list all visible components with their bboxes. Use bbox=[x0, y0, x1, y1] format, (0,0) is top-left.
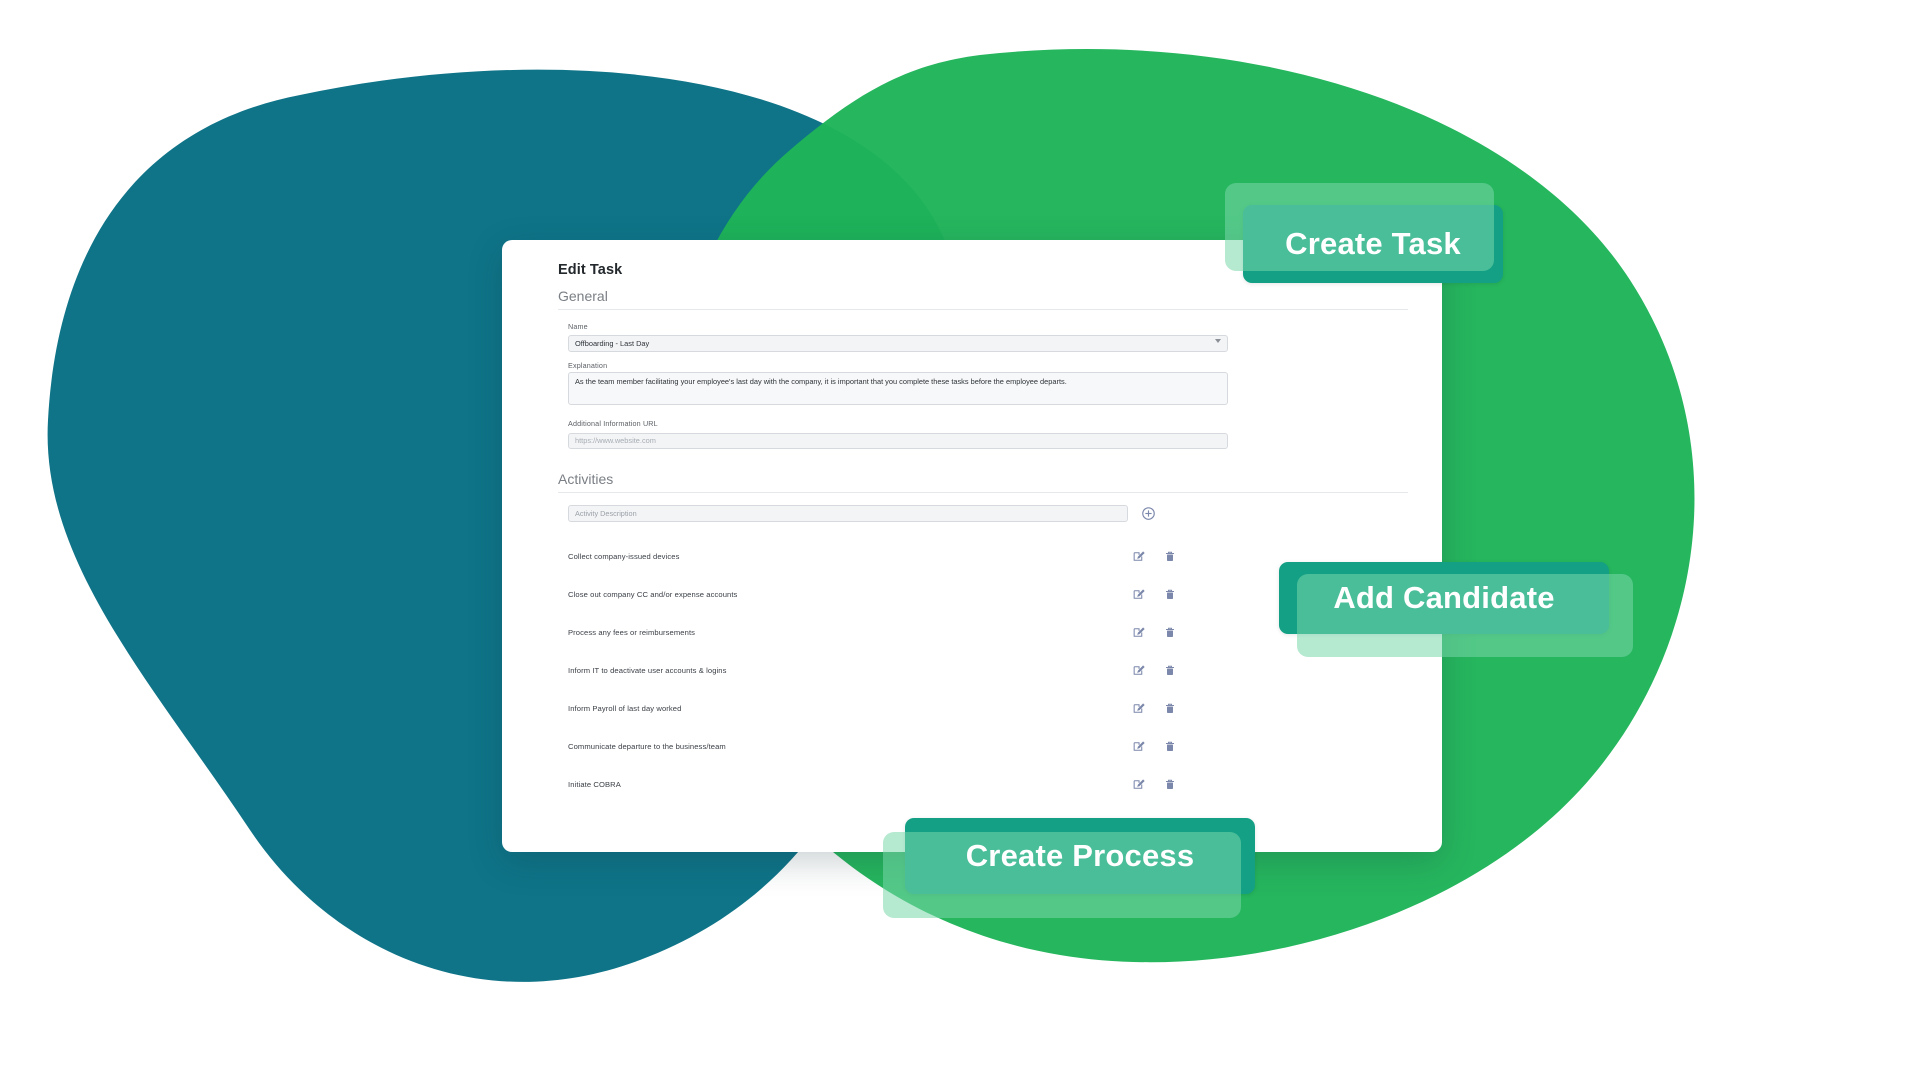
field-explanation: Explanation bbox=[558, 361, 1408, 410]
trash-icon[interactable] bbox=[1164, 550, 1176, 563]
field-additional-url: Additional Information URL bbox=[558, 419, 1408, 449]
explanation-textarea[interactable] bbox=[568, 372, 1228, 405]
trash-icon[interactable] bbox=[1164, 626, 1176, 639]
trash-icon[interactable] bbox=[1164, 702, 1176, 715]
field-label-additional-url: Additional Information URL bbox=[568, 419, 658, 428]
section-header-general: General bbox=[558, 288, 1408, 310]
explanation-wrapper bbox=[568, 372, 1228, 410]
activity-actions bbox=[1128, 740, 1176, 753]
page-title: Edit Task bbox=[558, 262, 623, 278]
create-process-button[interactable]: Create Process bbox=[883, 818, 1255, 918]
edit-pencil-icon[interactable] bbox=[1132, 588, 1145, 601]
field-label-name: Name bbox=[568, 322, 588, 331]
activity-list: Collect company-issued devices bbox=[558, 538, 1408, 804]
activity-row: Communicate departure to the business/te… bbox=[558, 728, 1408, 766]
additional-url-input[interactable] bbox=[568, 432, 1228, 449]
activity-actions bbox=[1128, 778, 1176, 791]
plus-circle-icon[interactable] bbox=[1141, 506, 1156, 521]
activity-label: Inform Payroll of last day worked bbox=[568, 704, 682, 713]
additional-url-wrapper bbox=[568, 430, 1228, 449]
activity-label: Inform IT to deactivate user accounts & … bbox=[568, 666, 727, 675]
activity-label: Close out company CC and/or expense acco… bbox=[568, 590, 738, 599]
edit-pencil-icon[interactable] bbox=[1132, 550, 1145, 563]
activity-label: Process any fees or reimbursements bbox=[568, 628, 696, 637]
trash-icon[interactable] bbox=[1164, 588, 1176, 601]
edit-pencil-icon[interactable] bbox=[1132, 702, 1145, 715]
activity-row: Process any fees or reimbursements bbox=[558, 614, 1408, 652]
edit-pencil-icon[interactable] bbox=[1132, 626, 1145, 639]
field-name: Name bbox=[558, 322, 1408, 352]
activity-row: Initiate COBRA bbox=[558, 766, 1408, 804]
name-select-wrapper bbox=[568, 333, 1228, 352]
activity-label: Initiate COBRA bbox=[568, 780, 621, 789]
edit-pencil-icon[interactable] bbox=[1132, 778, 1145, 791]
activity-row: Inform Payroll of last day worked bbox=[558, 690, 1408, 728]
activity-actions bbox=[1128, 550, 1176, 563]
create-task-button[interactable]: Create Task bbox=[1225, 183, 1503, 283]
edit-task-window: Edit Task General Name Explanation Addit… bbox=[502, 240, 1442, 852]
activity-actions bbox=[1128, 702, 1176, 715]
edit-pencil-icon[interactable] bbox=[1132, 740, 1145, 753]
add-candidate-button[interactable]: Add Candidate bbox=[1279, 562, 1633, 657]
activity-label: Collect company-issued devices bbox=[568, 552, 680, 561]
activity-actions bbox=[1128, 588, 1176, 601]
activity-row: Collect company-issued devices bbox=[558, 538, 1408, 576]
edit-pencil-icon[interactable] bbox=[1132, 664, 1145, 677]
field-label-explanation: Explanation bbox=[568, 361, 608, 370]
activity-row: Close out company CC and/or expense acco… bbox=[558, 576, 1408, 614]
activity-actions bbox=[1128, 626, 1176, 639]
activity-row: Inform IT to deactivate user accounts & … bbox=[558, 652, 1408, 690]
name-select[interactable] bbox=[568, 335, 1228, 352]
activity-description-input[interactable] bbox=[568, 504, 1128, 522]
activity-add-row bbox=[558, 504, 1408, 522]
activity-label: Communicate departure to the business/te… bbox=[568, 742, 726, 751]
activity-actions bbox=[1128, 664, 1176, 677]
trash-icon[interactable] bbox=[1164, 740, 1176, 753]
section-header-activities: Activities bbox=[558, 471, 1408, 493]
trash-icon[interactable] bbox=[1164, 664, 1176, 677]
trash-icon[interactable] bbox=[1164, 778, 1176, 791]
